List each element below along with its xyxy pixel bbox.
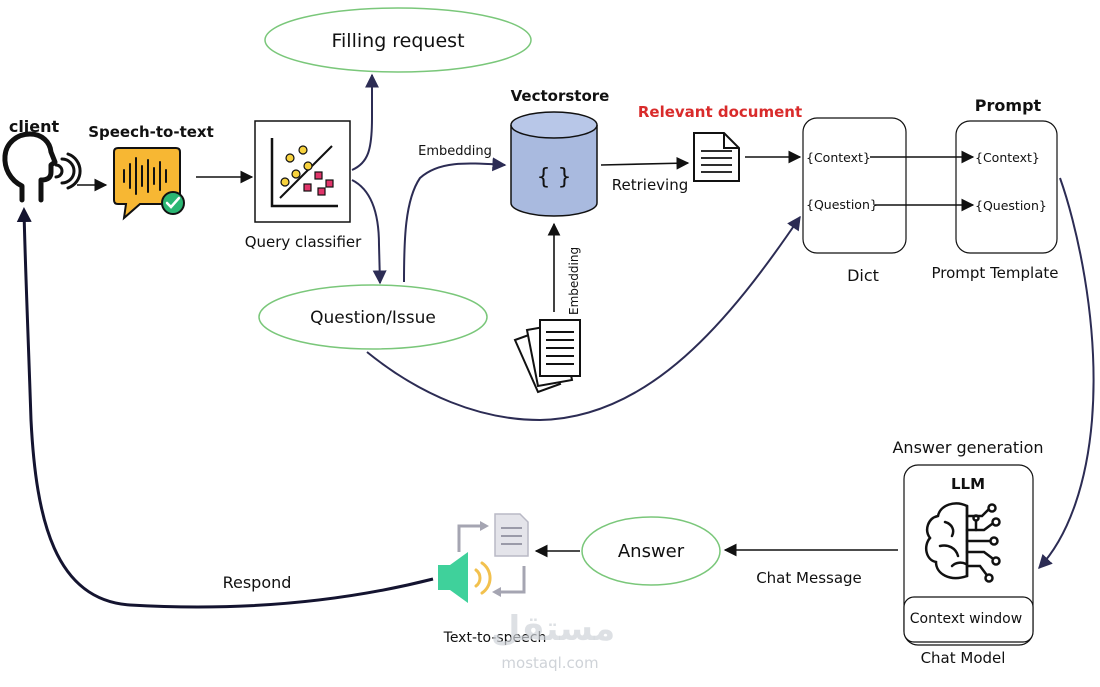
- question-issue-label: Question/Issue: [310, 308, 436, 328]
- edge-prompt-to-llm: [1038, 177, 1095, 570]
- edge-question-to-vectorstore: [403, 157, 507, 283]
- chat-message-label: Chat Message: [756, 569, 862, 587]
- query-classifier-label: Query classifier: [245, 233, 362, 251]
- vectorstore-label: Vectorstore: [511, 87, 610, 105]
- documents-stack-icon: [513, 319, 581, 394]
- text-to-speech-icon: [438, 513, 529, 603]
- retrieving-label: Retrieving: [612, 176, 689, 194]
- client-head-icon: [2, 131, 82, 203]
- dict-label: Dict: [847, 266, 879, 285]
- embedding-top-label: Embedding: [418, 144, 492, 159]
- question-issue-ellipse: [258, 284, 488, 350]
- watermark-logo: مستقل: [491, 609, 615, 649]
- prompt-question-field: {Question}: [975, 198, 1047, 213]
- prompt-template-label: Prompt Template: [931, 264, 1058, 282]
- vectorstore-braces: { }: [537, 165, 572, 190]
- respond-label: Respond: [223, 573, 292, 592]
- dict-question-field: {Question}: [806, 197, 878, 212]
- answer-ellipse: [581, 516, 721, 586]
- prompt-context-field: {Context}: [975, 150, 1040, 165]
- filling-request-label: Filling request: [331, 30, 464, 52]
- dict-box: [802, 117, 907, 254]
- brain-circuit-icon: [924, 502, 1001, 583]
- vectorstore-cylinder: [510, 111, 598, 217]
- speech-to-text-icon: [113, 147, 185, 221]
- filling-request-ellipse: [264, 7, 532, 73]
- watermark-domain: mostaql.com: [501, 654, 598, 672]
- edge-classifier-to-filling: [351, 73, 379, 171]
- document-icon: [693, 132, 740, 182]
- prompt-label: Prompt: [975, 96, 1042, 115]
- llm-label: LLM: [951, 475, 985, 493]
- client-label: client: [9, 117, 60, 136]
- prompt-box: [955, 120, 1058, 254]
- text-to-speech-label: Text-to-speech: [443, 630, 547, 646]
- relevant-document-label: Relevant document: [638, 103, 802, 121]
- scatter-chart-icon: [270, 138, 338, 208]
- edge-classifier-to-question: [351, 179, 387, 285]
- edge-question-to-dict: [366, 215, 801, 422]
- dict-context-field: {Context}: [806, 150, 871, 165]
- edge-tts-to-client: [16, 207, 434, 609]
- embedding-vertical-label: Embedding: [567, 247, 581, 315]
- context-window-box: [903, 596, 1034, 643]
- answer-generation-label: Answer generation: [892, 438, 1043, 457]
- speech-to-text-label: Speech-to-text: [88, 123, 214, 141]
- context-window-label: Context window: [910, 611, 1022, 627]
- chat-model-label: Chat Model: [921, 649, 1006, 667]
- edge-vectorstore-to-document: [600, 156, 690, 170]
- answer-label: Answer: [618, 541, 685, 562]
